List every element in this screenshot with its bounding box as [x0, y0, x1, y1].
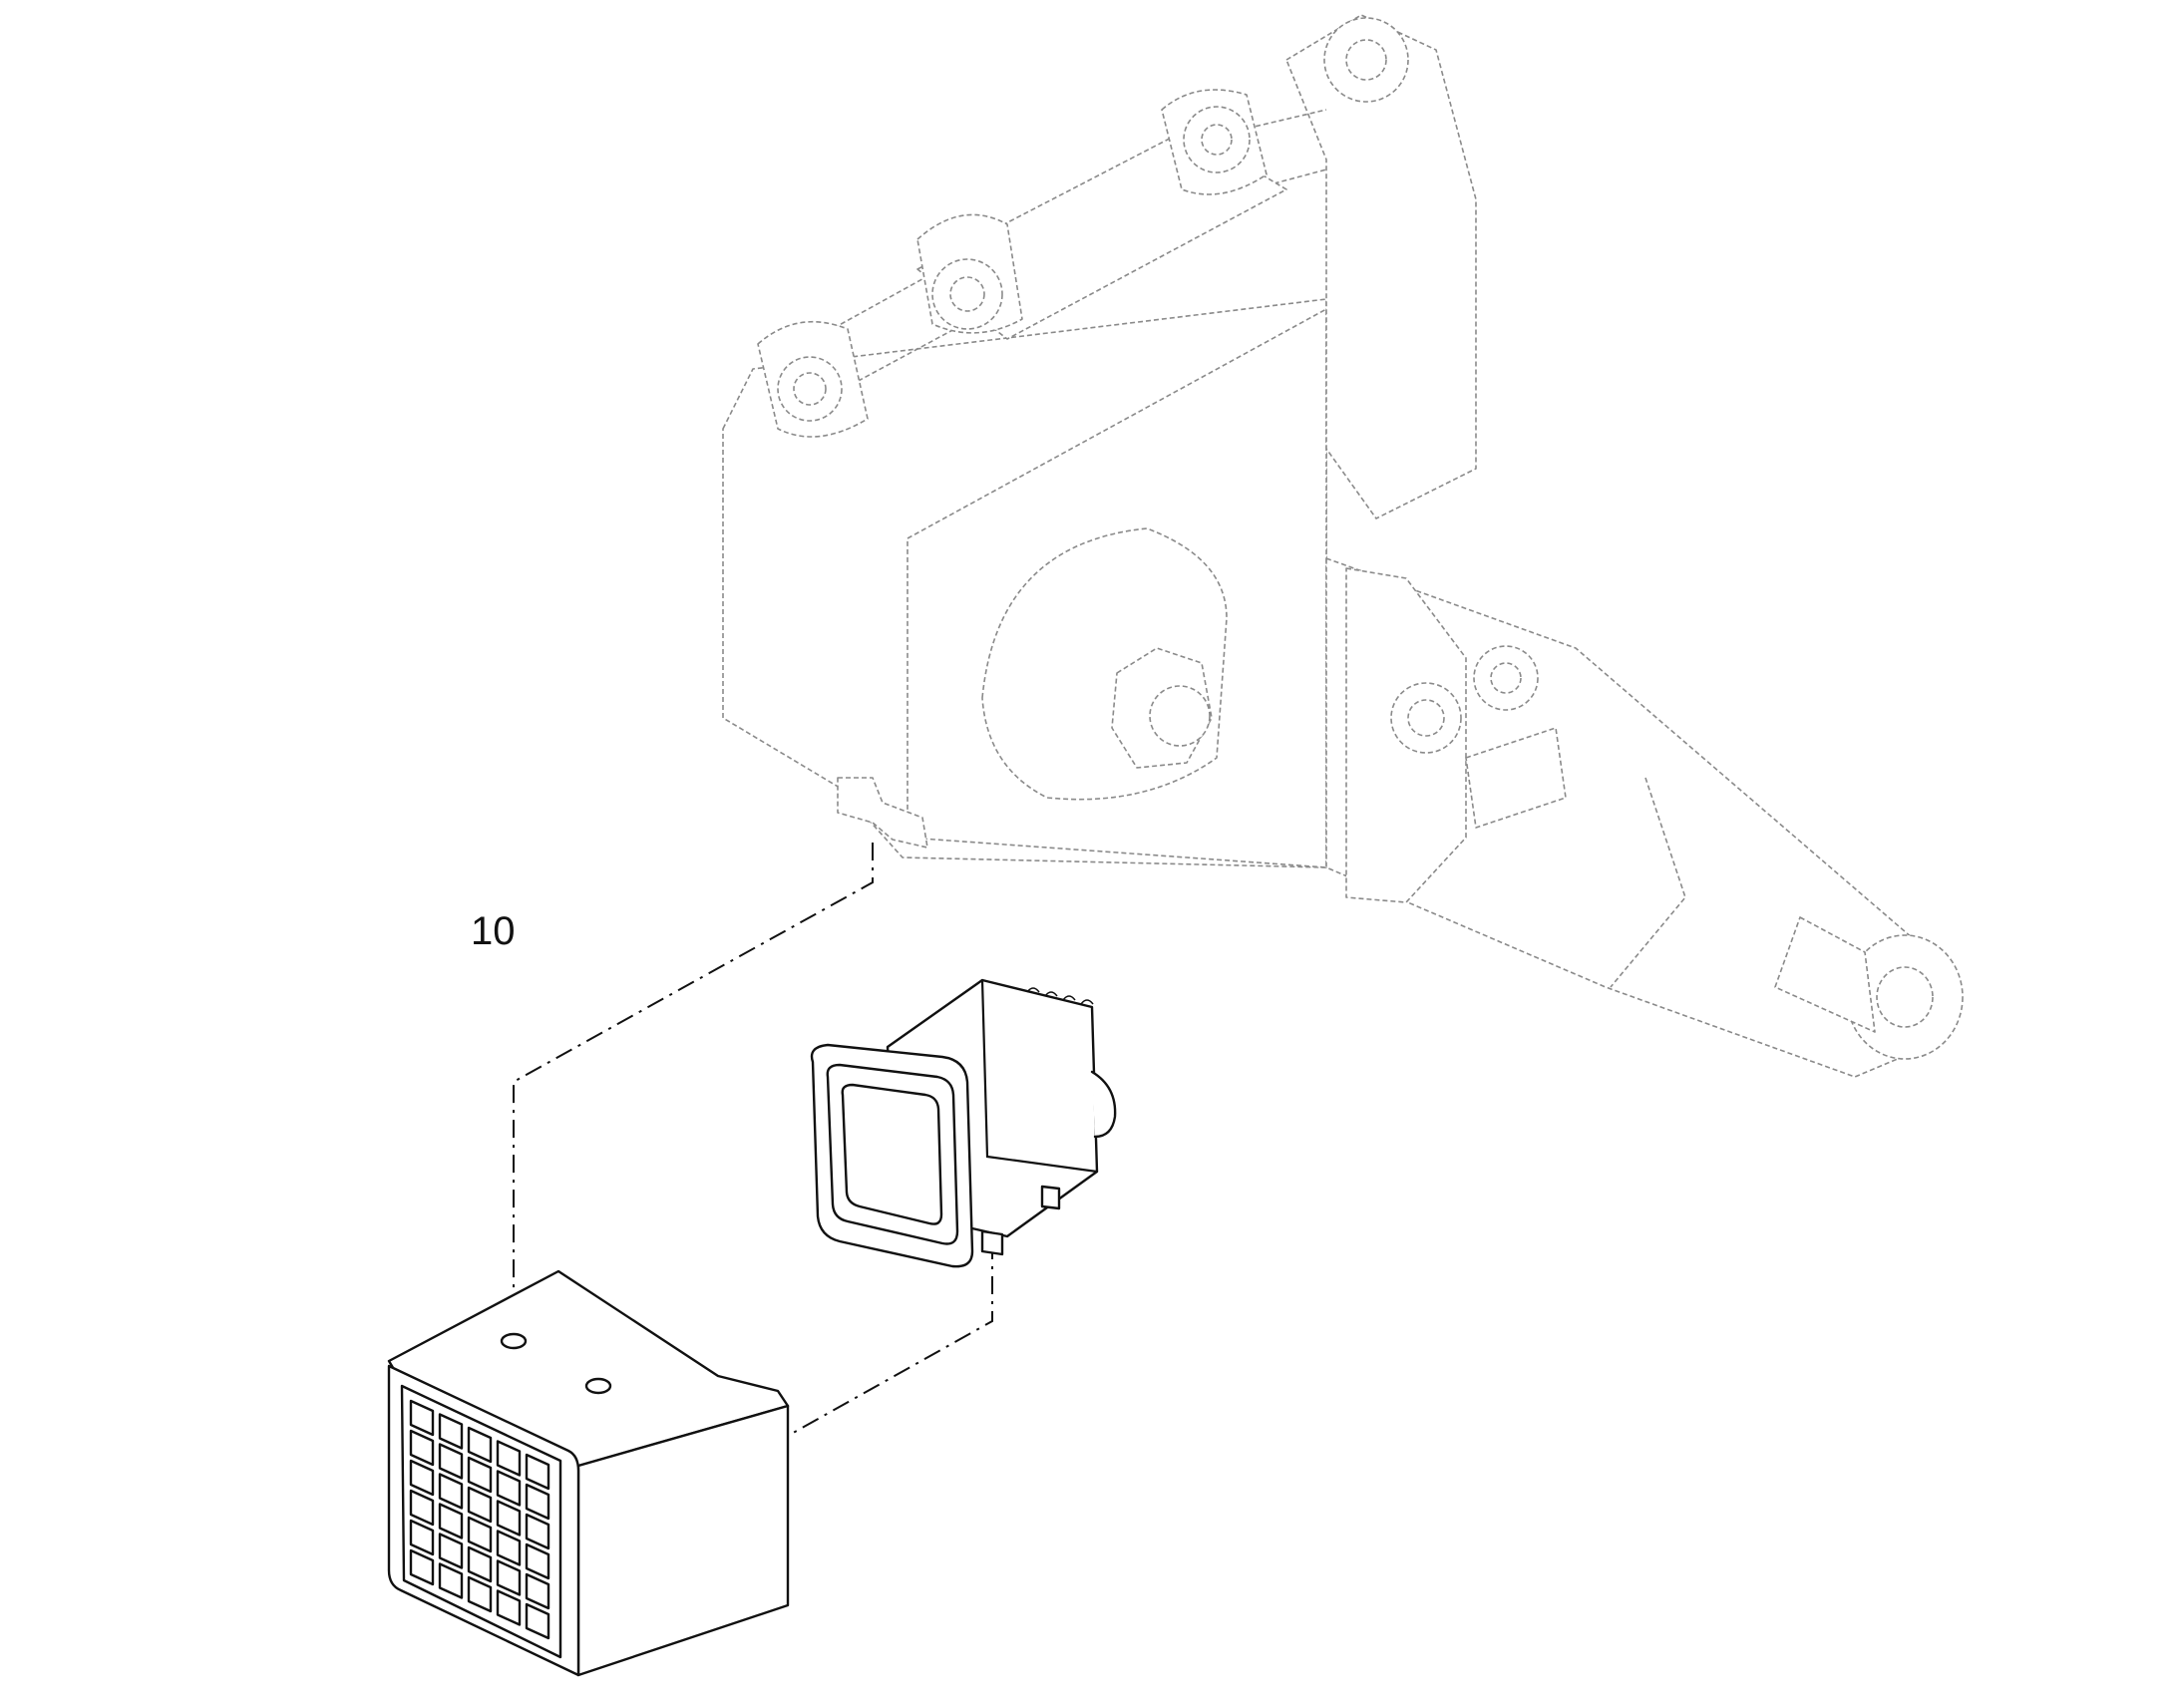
- frame-lug-3: [1161, 89, 1268, 195]
- grille-opening: [525, 1572, 550, 1610]
- callout-10: 10: [471, 909, 516, 953]
- guard-mount-hole: [500, 1332, 528, 1350]
- grille-opening: [525, 1542, 550, 1580]
- grille-opening: [467, 1545, 493, 1583]
- grille-opening: [409, 1459, 435, 1497]
- grille-opening: [409, 1489, 435, 1527]
- grille-opening: [496, 1440, 522, 1477]
- grille-opening: [496, 1559, 522, 1596]
- leader-bracket-to-guard: [513, 843, 874, 1341]
- lamp-guard: [387, 1269, 790, 1677]
- lamp-fins: [1026, 987, 1094, 1005]
- grille-opening: [438, 1473, 464, 1510]
- frame-lug-1: [757, 320, 869, 438]
- frame-lug-2: [916, 213, 1023, 334]
- grille-opening: [496, 1589, 522, 1626]
- grille-opening: [496, 1530, 522, 1566]
- grille-opening: [496, 1470, 522, 1507]
- grille-opening: [409, 1399, 435, 1437]
- frame-end-bushing: [1774, 916, 1964, 1060]
- grille-opening: [409, 1429, 435, 1467]
- frame-lamp-bracket: [837, 777, 928, 849]
- grille-opening: [525, 1483, 550, 1521]
- work-lamp: [810, 978, 1117, 1268]
- grille-opening: [467, 1426, 493, 1464]
- grille-opening: [467, 1575, 493, 1613]
- grille-opening: [438, 1533, 464, 1569]
- grille-opening: [438, 1413, 464, 1450]
- grille-opening: [409, 1519, 435, 1556]
- guard-mount-hole: [584, 1377, 612, 1395]
- frame-assembly-phantom: [722, 14, 1964, 1078]
- grille-opening: [525, 1602, 550, 1640]
- grille-opening: [525, 1513, 550, 1550]
- grille-opening: [467, 1456, 493, 1494]
- guard-grille: [409, 1399, 550, 1640]
- leader-lamp-to-guard: [787, 1241, 993, 1437]
- frame-side-bracket: [1345, 567, 1567, 903]
- grille-opening: [467, 1516, 493, 1553]
- grille-opening: [467, 1486, 493, 1524]
- grille-opening: [438, 1443, 464, 1480]
- grille-opening: [525, 1453, 550, 1491]
- lamp-mount-stud: [980, 1185, 1061, 1256]
- frame-lug-4: [1323, 17, 1409, 103]
- grille-opening: [438, 1562, 464, 1599]
- frame-boom-band: [1610, 777, 1686, 988]
- lamp-lens: [841, 1083, 943, 1225]
- lamp-side-knob: [1090, 1070, 1117, 1139]
- grille-opening: [496, 1500, 522, 1537]
- grille-opening: [409, 1548, 435, 1586]
- frame-pivot-hub: [981, 527, 1228, 801]
- grille-opening: [438, 1503, 464, 1539]
